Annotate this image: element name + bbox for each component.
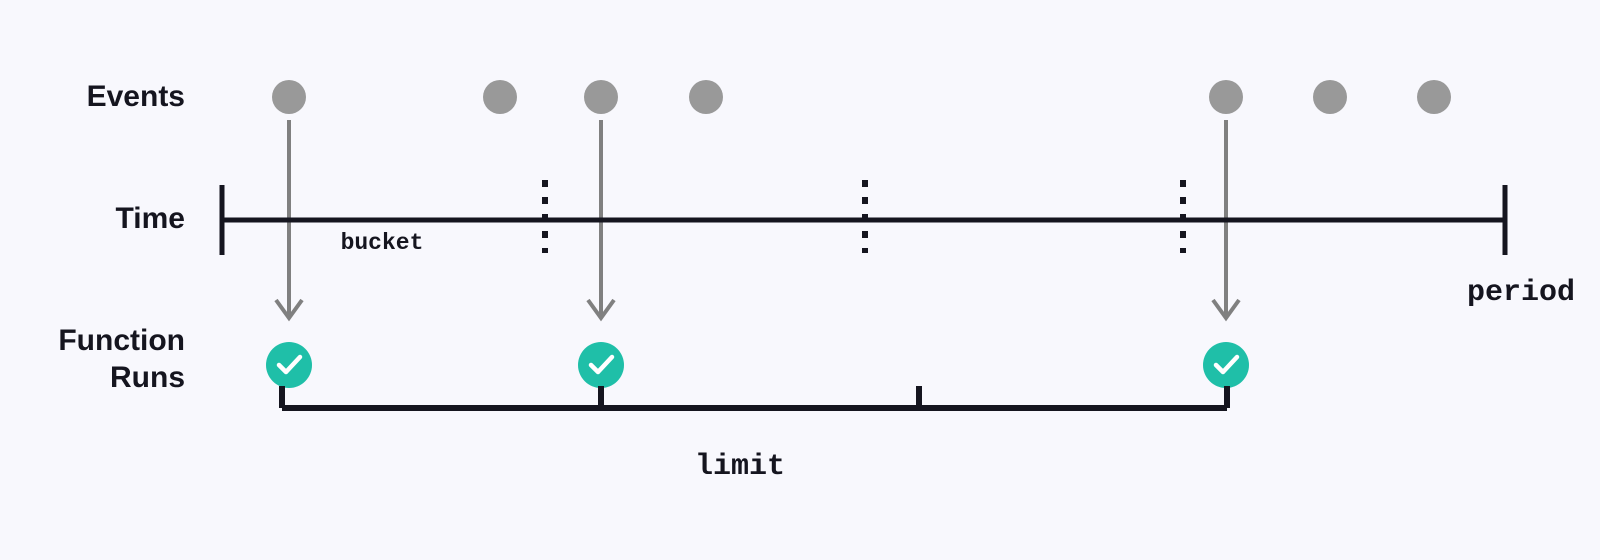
event-dot-6: [1313, 80, 1347, 114]
success-circle-3: [1203, 342, 1249, 388]
success-circle-1: [266, 342, 312, 388]
function-run-1: [266, 342, 312, 388]
function-runs-row-label-line2: Runs: [110, 361, 185, 394]
connector-arrowhead-1: [274, 298, 304, 322]
events-row-label: Events: [87, 80, 185, 113]
bucket-label: bucket: [341, 230, 424, 256]
event-dot-2: [483, 80, 517, 114]
event-dot-3: [584, 80, 618, 114]
annotation-label-group: bucket period limit: [341, 230, 1575, 484]
row-label-group: Events Time Function Runs: [58, 80, 185, 394]
connector-arrowhead-3: [1211, 298, 1241, 322]
limit-bracket: [279, 386, 1230, 411]
event-dot-group: [272, 80, 1451, 114]
event-dot-5: [1209, 80, 1243, 114]
check-icon-2: [588, 354, 615, 375]
event-dot-1: [272, 80, 306, 114]
event-dot-7: [1417, 80, 1451, 114]
success-circle-2: [578, 342, 624, 388]
check-icon-1: [276, 354, 303, 375]
function-run-group: [266, 342, 1249, 388]
bucket-divider-group: [542, 180, 1186, 253]
check-icon-3: [1213, 354, 1240, 375]
function-runs-row-label-line1: Function: [58, 324, 185, 357]
time-row-label: Time: [116, 202, 185, 235]
event-dot-4: [689, 80, 723, 114]
limit-label: limit: [695, 450, 785, 484]
period-label: period: [1467, 276, 1575, 310]
function-run-3: [1203, 342, 1249, 388]
connector-arrowhead-2: [586, 298, 616, 322]
function-run-2: [578, 342, 624, 388]
